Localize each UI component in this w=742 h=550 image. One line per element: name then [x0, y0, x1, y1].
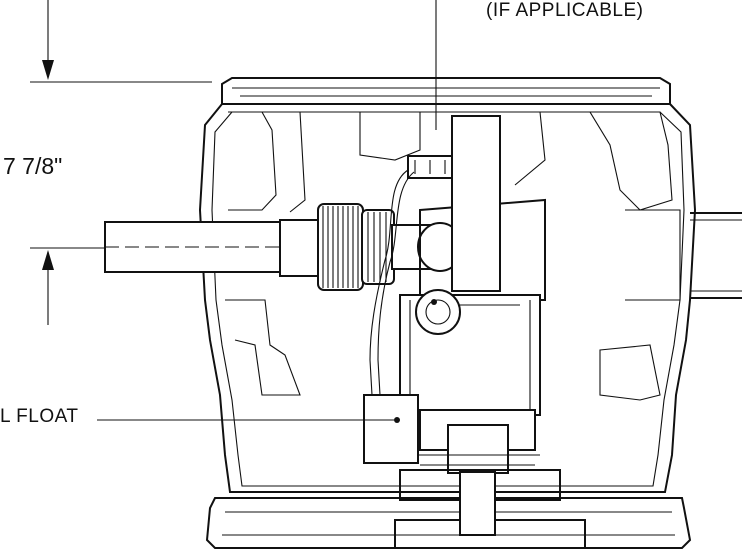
- dimension-label: 7 7/8": [3, 153, 63, 179]
- check-valve: [317, 203, 463, 291]
- float-label: L FLOAT: [0, 406, 79, 427]
- applicable-note: (IF APPLICABLE): [486, 0, 644, 21]
- pump-assembly: [369, 115, 561, 536]
- inlet-pipe: [104, 219, 321, 277]
- dimension-lines: [30, 0, 437, 325]
- float-switch: [97, 394, 419, 464]
